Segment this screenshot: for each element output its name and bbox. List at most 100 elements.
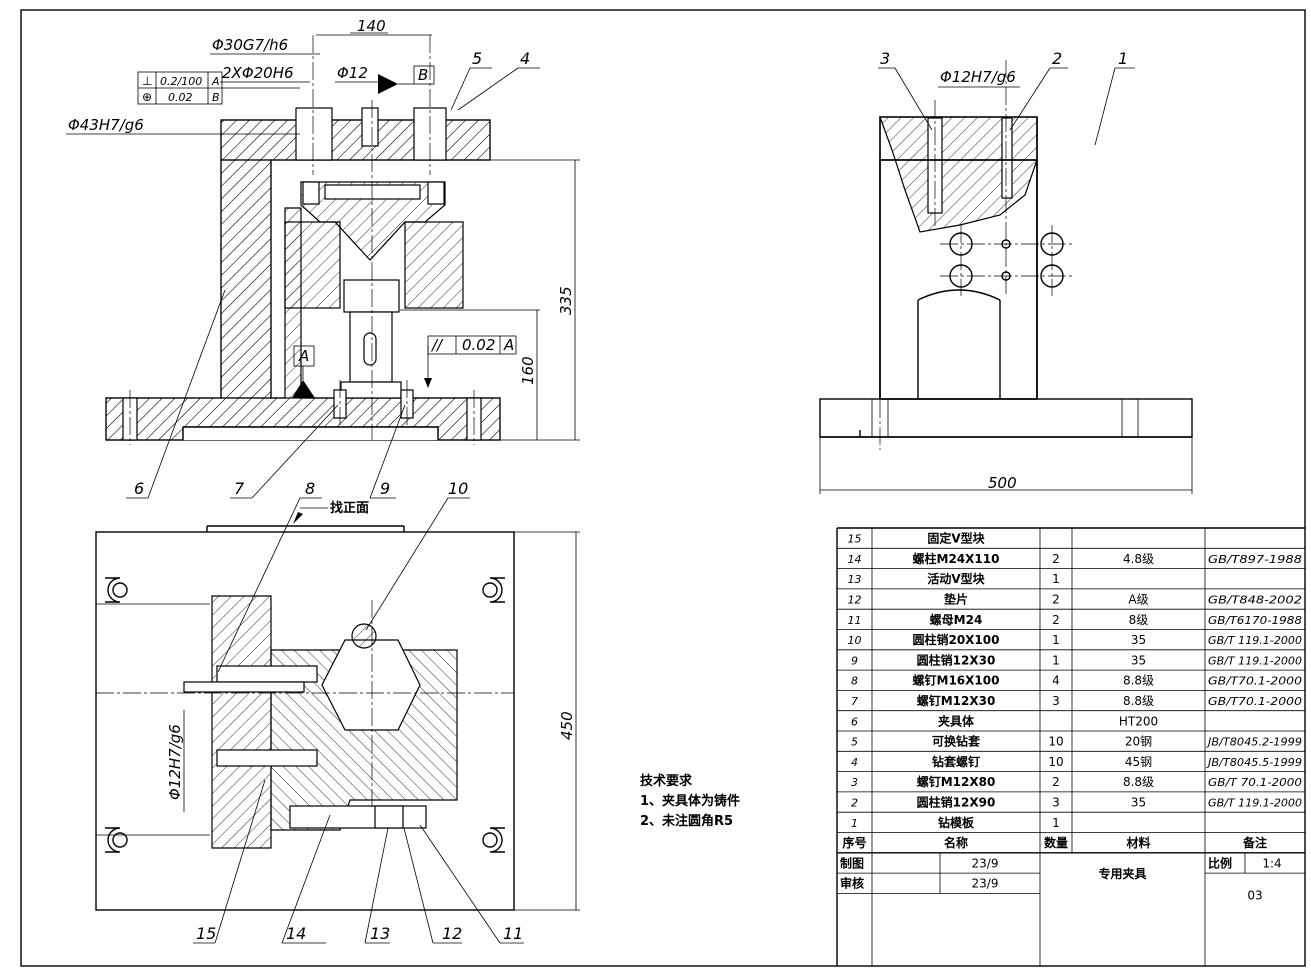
bom-row-material: 8.8级 — [1123, 694, 1154, 708]
bom-row-material: HT200 — [1119, 714, 1158, 728]
fcf3-value: 0.02 — [462, 336, 495, 354]
callout-9: 9 — [380, 479, 390, 498]
bom-row-qty: 10 — [1048, 735, 1063, 749]
front-section-view: A // 0.02 A 335 160 140 Φ30G7/h6 2XΦ20H6… — [66, 17, 580, 499]
callout-5: 5 — [472, 49, 482, 68]
bom-row-note: GB/T 119.1-2000 — [1208, 797, 1302, 810]
bom-row-note: GB/T70.1-2000 — [1208, 695, 1302, 708]
bom-row-note: JB/T8045.5-1999 — [1206, 756, 1302, 769]
bom-row-no: 5 — [851, 736, 858, 749]
bom-row-note: GB/T70.1-2000 — [1208, 675, 1302, 688]
callout-13: 13 — [370, 924, 390, 943]
bom-row-qty: 1 — [1052, 572, 1060, 586]
tech-line-2: 2、未注圆角R5 — [640, 813, 733, 829]
draw-date: 23/9 — [972, 856, 999, 870]
bom-row-qty: 3 — [1052, 796, 1060, 810]
fcf1-ref: A — [211, 75, 220, 88]
bom-row-material: 35 — [1131, 633, 1146, 647]
bom-row-name: 夹具体 — [938, 713, 975, 728]
draw-label: 制图 — [840, 855, 864, 870]
callout-12: 12 — [442, 924, 462, 943]
bom-row-no: 2 — [851, 797, 858, 810]
bom-row-qty: 3 — [1052, 694, 1060, 708]
bom-row-no: 11 — [848, 614, 862, 627]
bom-row-material: 35 — [1131, 796, 1146, 810]
fcf3-symbol: // — [430, 336, 444, 354]
bom-row-material: 35 — [1131, 653, 1146, 667]
bom-row-note: GB/T 119.1-2000 — [1208, 634, 1302, 647]
bom-row-no: 12 — [848, 594, 862, 607]
bom-row-material: 4.8级 — [1123, 552, 1154, 566]
find-face-label: 找正面 — [330, 500, 369, 516]
fcf3-ref: A — [503, 336, 514, 354]
fcf2-value: 0.02 — [168, 91, 193, 104]
callout-15: 15 — [196, 924, 216, 943]
bom-row-name: 圆柱销20X100 — [912, 632, 999, 647]
technical-requirements: 技术要求 1、夹具体为铸件 2、未注圆角R5 — [640, 773, 740, 829]
bom-row-material: 8级 — [1129, 613, 1149, 627]
bom-row-note: JB/T8045.2-1999 — [1206, 736, 1302, 749]
bom-header-qty: 数量 — [1044, 835, 1068, 850]
bom-row-qty: 1 — [1052, 653, 1060, 667]
side-view: 500 Φ12H7/g6 3 2 1 — [819, 49, 1193, 494]
bom-row-note: GB/T 70.1-2000 — [1208, 776, 1302, 789]
dim-2xd20: 2XΦ20H6 — [222, 64, 294, 82]
bom-row-no: 9 — [851, 654, 858, 667]
bom-row-qty: 1 — [1052, 816, 1060, 830]
dim-335: 335 — [557, 286, 575, 315]
bom-row-no: 6 — [851, 715, 858, 728]
bom-row-no: 3 — [851, 776, 858, 789]
callout-2: 2 — [1052, 49, 1062, 68]
bom-row-name: 圆柱销12X90 — [917, 795, 996, 810]
dim-140: 140 — [357, 17, 386, 35]
bom-row-qty: 1 — [1052, 633, 1060, 647]
bom-row-no: 1 — [851, 817, 858, 830]
bom-row-name: 固定V型块 — [927, 531, 985, 546]
bom-row-no: 10 — [848, 634, 862, 647]
dim-d12-side: Φ12H7/g6 — [940, 68, 1016, 86]
bom-row-note: GB/T 119.1-2000 — [1208, 654, 1302, 667]
drawing-title: 专用夹具 — [1098, 866, 1146, 881]
tech-title: 技术要求 — [640, 773, 693, 789]
bom-row-qty: 2 — [1052, 613, 1060, 627]
dim-d43: Φ43H7/g6 — [68, 116, 144, 134]
bom-row-name: 活动V型块 — [927, 571, 985, 586]
datum-a-label: A — [298, 347, 309, 365]
bom-row-name: 螺钉M12X80 — [917, 774, 996, 789]
callout-6: 6 — [134, 479, 144, 498]
bom-row-material: 8.8级 — [1123, 775, 1154, 789]
bom-row-name: 螺柱M24X110 — [913, 551, 1000, 566]
bom-header-material: 材料 — [1125, 835, 1150, 850]
fcf1-symbol: ⊥ — [142, 74, 152, 88]
callout-7: 7 — [234, 479, 245, 498]
check-date: 23/9 — [972, 877, 999, 891]
callout-1: 1 — [1118, 49, 1128, 68]
check-label: 审核 — [840, 876, 864, 891]
datum-b-label: B — [418, 66, 428, 84]
scale-label: 比例 — [1208, 855, 1232, 870]
bom-row-no: 14 — [848, 553, 862, 566]
bom-row-name: 螺母M24 — [930, 612, 983, 627]
callout-3: 3 — [880, 49, 890, 68]
fcf2-ref: B — [212, 91, 220, 104]
dim-d12: Φ12 — [337, 64, 368, 82]
bom-row-note: GB/T897-1988 — [1208, 553, 1302, 566]
dim-160: 160 — [519, 356, 537, 385]
tech-line-1: 1、夹具体为铸件 — [640, 793, 740, 809]
bom-row-qty: 2 — [1052, 552, 1060, 566]
callout-10: 10 — [448, 479, 468, 498]
dim-500: 500 — [988, 474, 1017, 492]
bom-header-no: 序号 — [842, 835, 866, 850]
bom-row-material: 8.8级 — [1123, 674, 1154, 688]
bom-row-name: 钻套螺钉 — [932, 754, 980, 769]
bom-row-name: 圆柱销12X30 — [917, 652, 996, 667]
bom-row-material: 45钢 — [1125, 755, 1152, 769]
bom-row-name: 螺钉M16X100 — [913, 673, 1000, 688]
bom-header-name: 名称 — [944, 835, 968, 850]
bom-row-no: 15 — [848, 533, 862, 546]
callout-11: 11 — [503, 924, 523, 943]
dim-450: 450 — [558, 711, 576, 740]
bom-row-qty: 2 — [1052, 775, 1060, 789]
